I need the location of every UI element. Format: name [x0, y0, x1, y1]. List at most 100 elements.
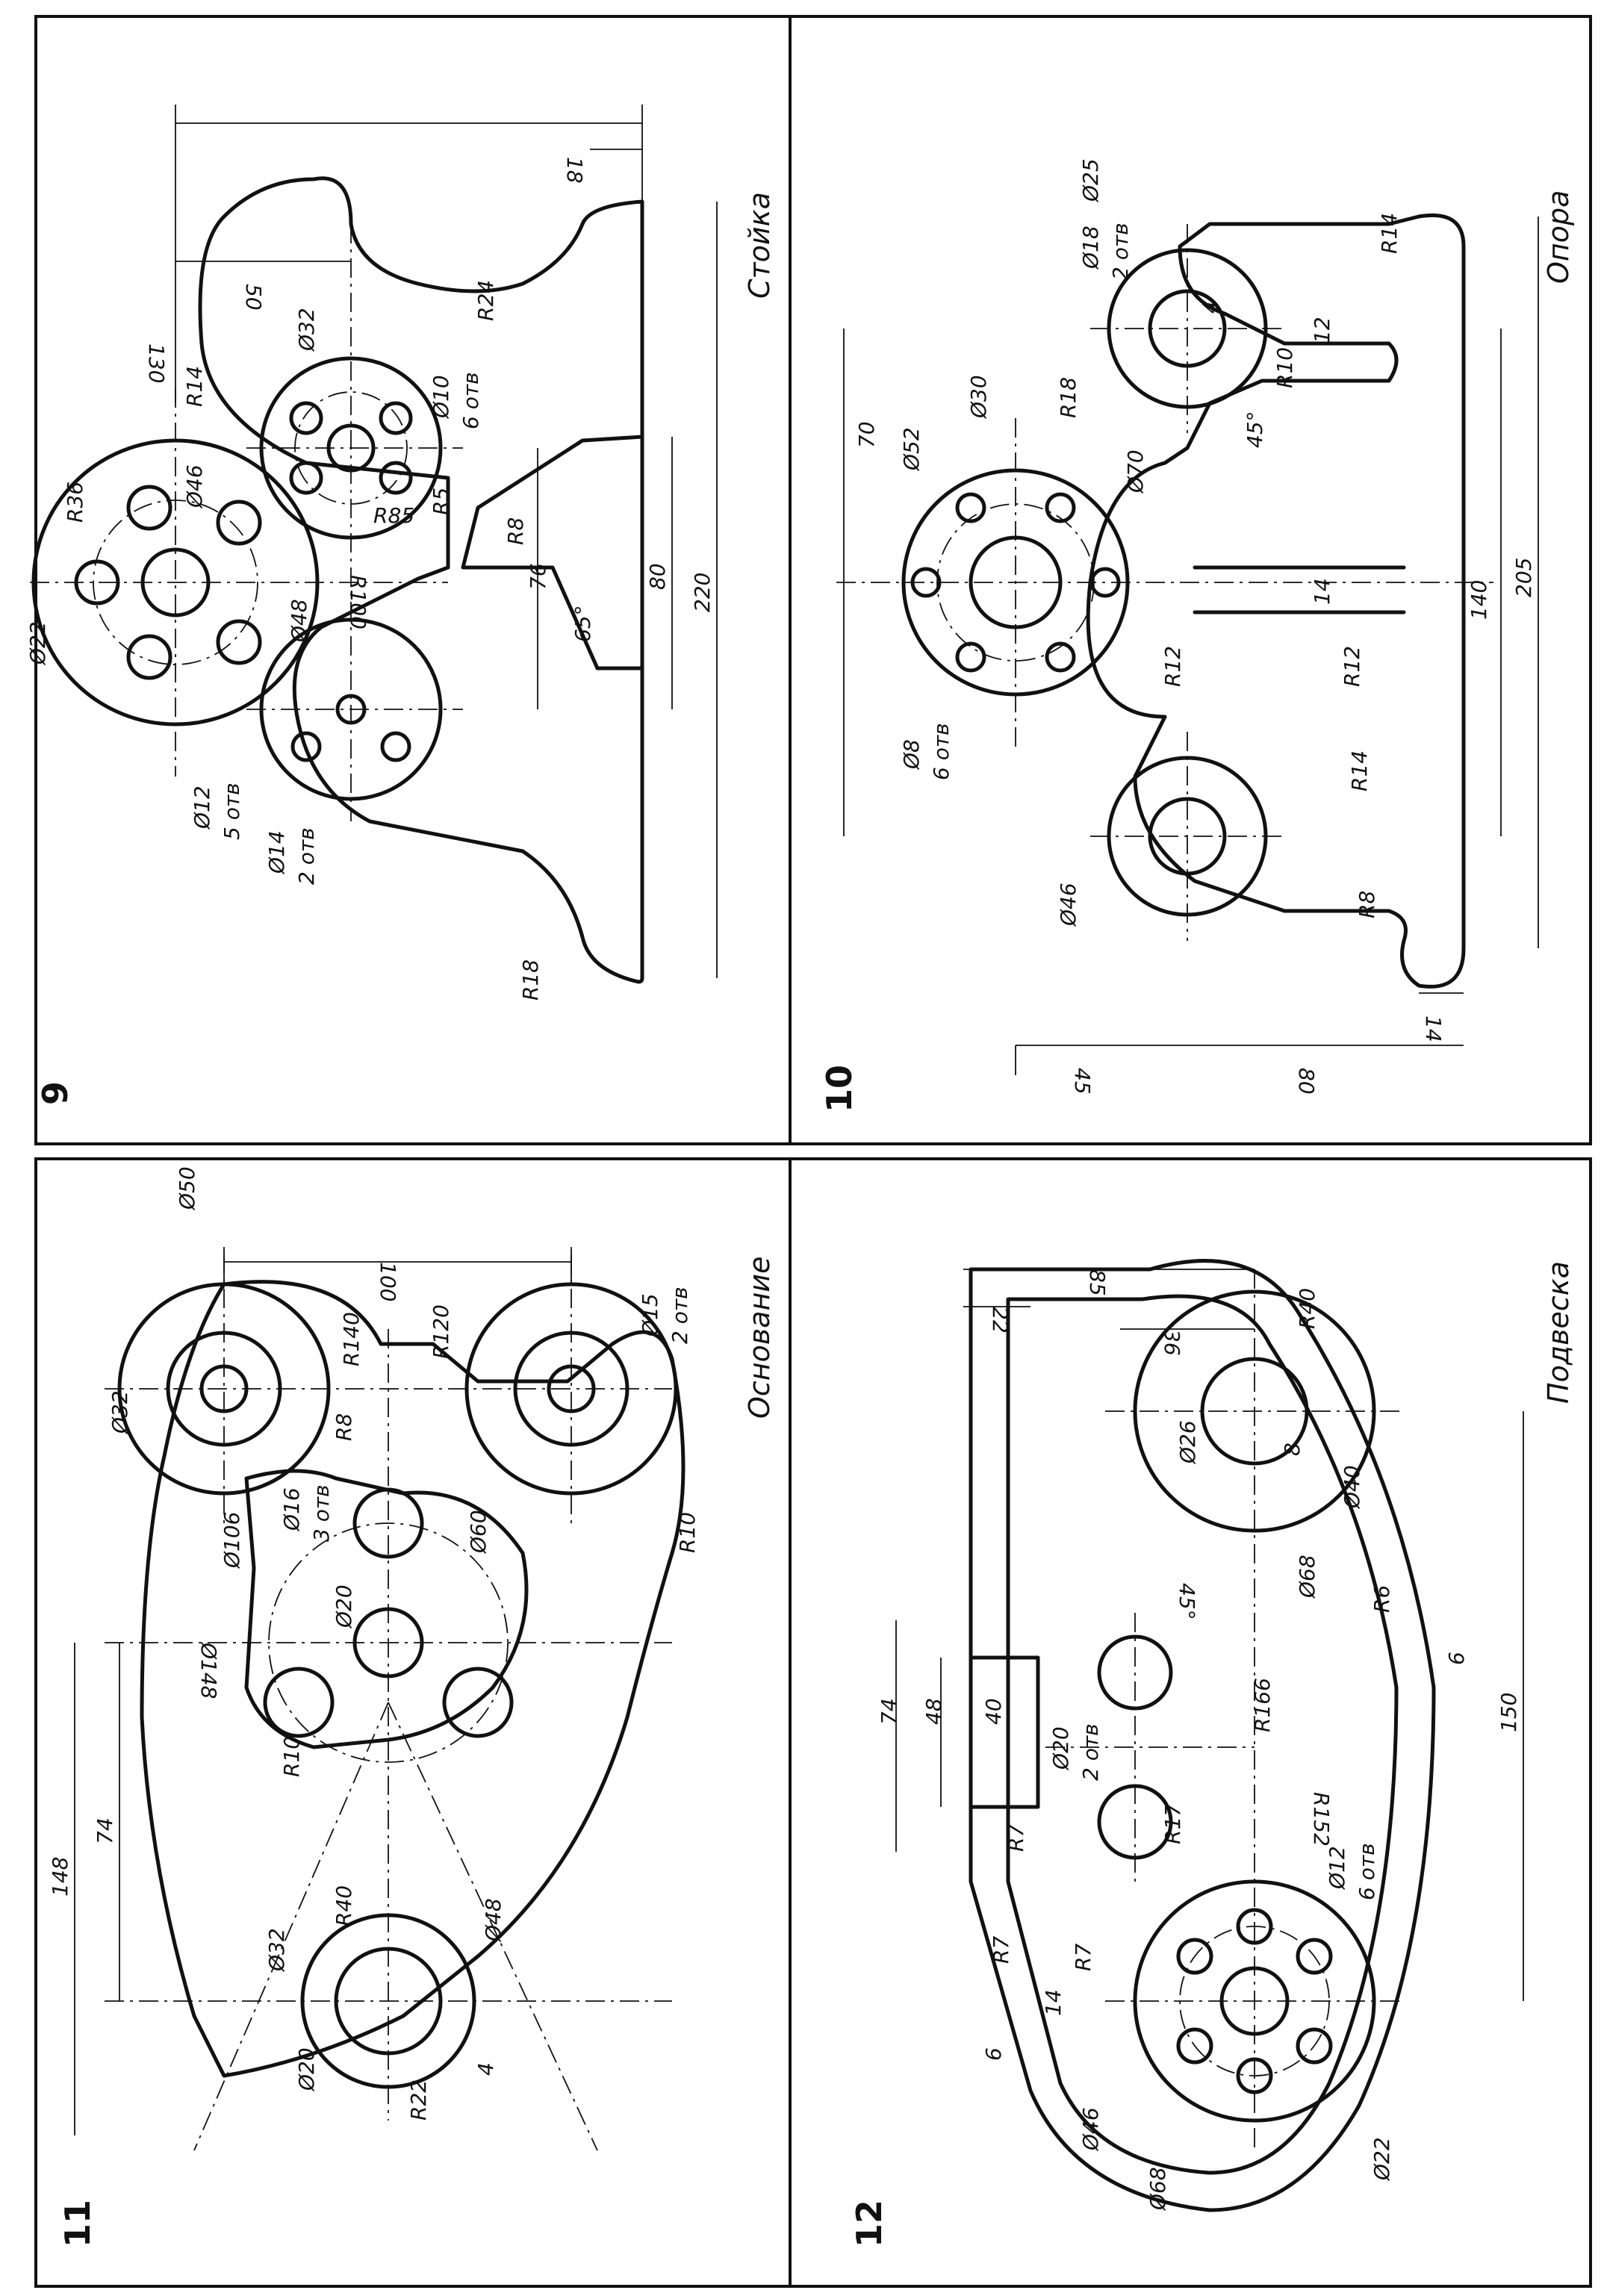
dim-label: Ø60	[466, 1510, 491, 1554]
dim-label: R152	[1309, 1792, 1334, 1847]
dim-label: Ø12	[1325, 1846, 1349, 1890]
dim-label: Ø48	[481, 1898, 506, 1942]
panel-10-number: 10	[819, 1065, 859, 1113]
dim-label: R14	[182, 366, 207, 407]
panel-12-title: Подвеска	[1542, 1261, 1575, 1404]
panel-9-dimension-labels: Ø22 R36 Ø46 R14 R24 50 130 18 Ø32 Ø10 6 …	[25, 157, 715, 1001]
dim-label: R22	[406, 2079, 431, 2121]
dim-label: 2 отв	[294, 827, 319, 885]
dim-label: Ø148	[196, 1642, 221, 1699]
dim-label: 4	[1198, 300, 1222, 314]
panel-10-centerlines	[836, 224, 1493, 941]
dim-label: R8	[1355, 891, 1379, 918]
dim-label: Ø70	[1123, 449, 1148, 494]
dim-label: R85	[373, 503, 414, 528]
dim-label: R12	[1340, 646, 1364, 687]
dim-label: Ø50	[175, 1166, 199, 1210]
dim-label: R12	[1160, 646, 1185, 687]
dim-label: 74	[93, 1817, 117, 1844]
dim-label: Ø48	[287, 599, 311, 643]
dim-label: 220	[690, 573, 715, 612]
dim-label: 148	[48, 1857, 72, 1897]
dim-label: R14	[1347, 750, 1372, 791]
dim-label: Ø15	[638, 1293, 662, 1337]
dim-label: R40	[332, 1885, 356, 1926]
dim-label: 130	[144, 343, 169, 383]
dim-label: 65°	[571, 605, 595, 642]
panel-11-number: 11	[57, 2200, 98, 2247]
panel-10-part	[901, 213, 1466, 989]
panel-12-part	[969, 1259, 1436, 2212]
dim-label: 6 отв	[929, 723, 954, 780]
panel-9: 9 Стойка	[25, 105, 776, 1105]
dim-label: 18	[562, 157, 587, 184]
dim-label: 12	[1310, 317, 1334, 343]
dim-label: R10	[1272, 347, 1297, 388]
dim-label: Ø46	[1056, 883, 1081, 927]
dim-label: R10	[279, 1736, 304, 1777]
dim-label: Ø8	[899, 739, 924, 770]
dim-label: Ø22	[25, 621, 50, 665]
dim-label: 5 отв	[220, 783, 244, 840]
dim-label: R14	[1377, 213, 1402, 254]
dim-label: Ø26	[1175, 1420, 1200, 1464]
dim-label: R40	[1295, 1288, 1319, 1329]
dim-label: 70	[854, 421, 879, 448]
dim-label: R166	[1250, 1678, 1275, 1732]
panel-11-title: Основание	[743, 1257, 776, 1419]
dim-label: 36	[1160, 1329, 1184, 1356]
dim-label: Ø68	[1145, 2167, 1170, 2211]
dim-label: 45	[1070, 1068, 1095, 1095]
dim-label: Ø32	[264, 1928, 289, 1972]
dim-label: R18	[1056, 377, 1081, 418]
dim-label: 3 отв	[309, 1484, 334, 1542]
panel-10-dimension-labels: Ø18 2 отв Ø25 4 R14 12 R10 45° 70 Ø52 Ø3…	[854, 158, 1536, 1094]
dim-label: 6 отв	[458, 372, 483, 429]
dim-label: R7	[1071, 1944, 1095, 1971]
dim-label: Ø20	[332, 1584, 356, 1628]
panel-12-dimension-labels: 85 36 R40 22 Ø26 8 Ø40 45° Ø68 R6 6 74 4…	[877, 1269, 1521, 2211]
dim-label: 150	[1496, 1693, 1521, 1732]
dim-label: Ø25	[1078, 158, 1103, 202]
panel-9-title: Стойка	[743, 192, 776, 299]
panel-9-number: 9	[35, 1081, 75, 1105]
dim-label: 45°	[1175, 1583, 1199, 1620]
dim-label: Ø18	[1078, 225, 1103, 270]
dim-label: Ø46	[1078, 2107, 1103, 2151]
dim-label: Ø40	[1340, 1465, 1364, 1509]
dim-label: R18	[518, 959, 543, 1001]
dim-label: R6	[1370, 1585, 1394, 1613]
panel-9-part	[31, 176, 644, 984]
dim-label: Ø12	[190, 785, 214, 830]
dim-label: 6	[981, 2047, 1006, 2061]
panel-11-dimension-labels: Ø50 Ø32 100 R140 R120 Ø15 2 отв R8 Ø16 3…	[48, 1166, 700, 2121]
panel-12-number: 12	[849, 2200, 889, 2247]
dim-label: Ø52	[899, 427, 924, 471]
dim-label: 74	[877, 1698, 901, 1725]
dim-label: Ø46	[182, 464, 207, 508]
dim-label: R120	[429, 1304, 453, 1359]
dim-label: 6	[1444, 1652, 1469, 1665]
dim-label: Ø68	[1295, 1555, 1319, 1599]
dim-label: R8	[503, 517, 528, 545]
panel-11-centerlines	[105, 1254, 672, 2151]
dim-label: Ø30	[966, 375, 991, 419]
dim-label: 4	[473, 2062, 498, 2076]
dim-label: Ø16	[279, 1487, 304, 1531]
dim-label: 100	[376, 1262, 400, 1301]
dim-label: 85	[1085, 1269, 1110, 1296]
dim-label: 14	[1421, 1015, 1446, 1042]
dim-label: Ø22	[1370, 2137, 1394, 2181]
dim-label: Ø20	[1048, 1726, 1073, 1770]
dim-label: 6 отв	[1355, 1843, 1379, 1900]
panel-frames	[34, 15, 1592, 2288]
panel-9-centerlines	[30, 224, 463, 821]
dim-label: R7	[989, 1936, 1013, 1964]
panel-12: 12 Подвеска	[849, 1259, 1575, 2247]
panel-10: 10 Опора	[819, 158, 1575, 1113]
dim-label: 48	[921, 1698, 946, 1725]
dim-label: R100	[346, 575, 370, 629]
dim-label: R10	[675, 1512, 700, 1553]
dim-label: Ø20	[294, 2047, 319, 2091]
